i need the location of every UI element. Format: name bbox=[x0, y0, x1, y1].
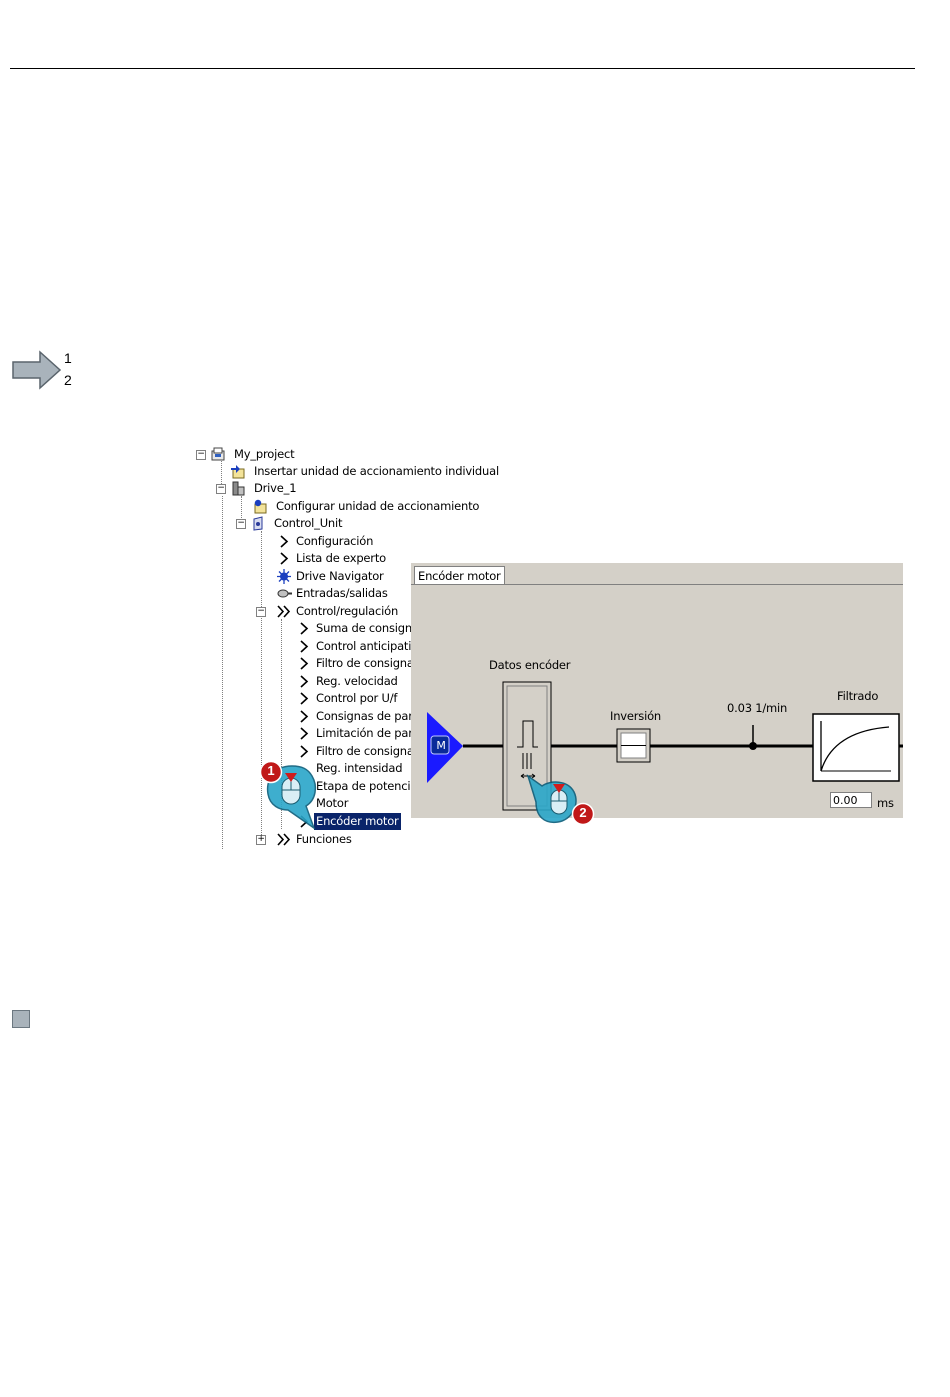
filter-time-input[interactable]: 0.00 bbox=[830, 792, 872, 808]
callout-badge-2 bbox=[571, 802, 595, 826]
tree-line bbox=[281, 619, 282, 829]
chevron-right-icon bbox=[300, 727, 309, 740]
tree-node-control[interactable]: − Control/regulación bbox=[256, 604, 399, 618]
tree-node-control-item[interactable]: Suma de consigna bbox=[296, 620, 496, 637]
tree-node-project[interactable]: − My_project bbox=[196, 447, 295, 461]
tree-line bbox=[261, 531, 262, 841]
project-icon bbox=[211, 447, 225, 461]
signal-diagram bbox=[427, 681, 903, 811]
tree-node-control-item[interactable]: Consignas de par bbox=[296, 708, 496, 725]
chevron-right-icon bbox=[300, 640, 309, 653]
motor-symbol: M bbox=[436, 739, 446, 752]
inversion-button[interactable] bbox=[617, 729, 650, 762]
callout-number-2: 2 bbox=[579, 805, 587, 820]
navigator-icon bbox=[277, 569, 291, 584]
tree-node-control-item[interactable]: Reg. velocidad bbox=[296, 673, 496, 690]
tree-line bbox=[221, 456, 222, 492]
tree-node-configuration[interactable]: Configuración bbox=[276, 533, 476, 550]
panel-content: M Datos encóder Inversión 0.03 1/min Fil… bbox=[411, 584, 903, 819]
step-number-2: 2 bbox=[64, 372, 72, 388]
control-unit-icon bbox=[253, 516, 263, 531]
tree-node-control-item[interactable]: Reg. intensidad bbox=[316, 761, 403, 775]
tree-node-expert-list[interactable]: Lista de experto bbox=[276, 550, 476, 567]
expand-toggle[interactable]: + bbox=[256, 834, 266, 845]
chevron-right-icon bbox=[300, 622, 309, 635]
collapse-toggle[interactable]: − bbox=[216, 483, 226, 494]
tree-node-control-item[interactable]: Filtro de consigna bbox=[296, 655, 496, 672]
tree-node-control-item[interactable]: Etapa de potencia bbox=[316, 779, 418, 793]
mouse-callout-1 bbox=[266, 765, 317, 830]
tree-node-control-item[interactable]: Motor bbox=[316, 796, 349, 810]
collapse-toggle[interactable]: − bbox=[256, 606, 266, 617]
tree-node-functions[interactable]: + Funciones bbox=[256, 832, 352, 846]
mouse-callout-2 bbox=[526, 774, 577, 824]
tree-node-control-unit[interactable]: − Control_Unit bbox=[236, 516, 343, 531]
io-icon bbox=[277, 589, 292, 598]
insert-icon bbox=[231, 465, 245, 479]
chevron-right-icon bbox=[300, 675, 309, 688]
tree-line bbox=[241, 496, 242, 526]
tree-node-control-item[interactable]: Filtro de consigna bbox=[296, 743, 496, 760]
chevron-right-icon bbox=[300, 657, 309, 670]
callout-badge-1 bbox=[259, 760, 283, 784]
drive-icon bbox=[232, 481, 245, 496]
tree-node-insert-drive[interactable]: Insertar unidad de accionamiento individ… bbox=[230, 463, 499, 480]
chevron-right-icon bbox=[300, 745, 309, 758]
header-rule bbox=[10, 68, 915, 69]
tree-node-control-item[interactable]: Control anticipativ bbox=[296, 638, 496, 655]
double-chevron-icon bbox=[277, 833, 291, 846]
encoder-panel: Encóder motor M Da bbox=[411, 563, 903, 818]
filter-button[interactable] bbox=[813, 714, 899, 781]
project-tree: − My_project Insertar unidad de accionam… bbox=[190, 444, 499, 849]
double-chevron-icon bbox=[277, 605, 291, 618]
configure-icon bbox=[254, 499, 267, 514]
chevron-right-icon bbox=[300, 692, 309, 705]
filter-unit: ms bbox=[877, 796, 894, 810]
tree-node-control-item[interactable]: Limitación de par bbox=[296, 725, 496, 742]
collapse-toggle[interactable]: − bbox=[196, 449, 206, 460]
tree-line bbox=[222, 496, 223, 849]
inversion-label: Inversión bbox=[610, 709, 662, 723]
callout-number-1: 1 bbox=[267, 763, 275, 778]
speed-value: 0.03 1/min bbox=[727, 701, 788, 715]
tree-node-drive-navigator[interactable]: Drive Navigator bbox=[276, 568, 476, 585]
tab-encoder-motor[interactable]: Encóder motor bbox=[414, 566, 505, 585]
filter-label: Filtrado bbox=[837, 689, 879, 703]
end-marker-icon bbox=[12, 1010, 30, 1028]
tree-node-drive[interactable]: − Drive_1 bbox=[216, 481, 297, 496]
encoder-data-label: Datos encóder bbox=[489, 658, 571, 672]
chevron-right-icon bbox=[280, 552, 289, 565]
step-arrow-icon bbox=[12, 350, 62, 390]
tree-node-encoder-motor[interactable]: Encóder motor bbox=[296, 813, 496, 830]
tree-node-io[interactable]: Entradas/salidas bbox=[276, 585, 476, 602]
chevron-right-icon bbox=[300, 710, 309, 723]
collapse-toggle[interactable]: − bbox=[236, 518, 246, 529]
tree-node-configure-drive[interactable]: Configurar unidad de accionamiento bbox=[252, 498, 492, 515]
tree-node-control-item[interactable]: Control por U/f bbox=[296, 690, 496, 707]
chevron-right-icon bbox=[280, 535, 289, 548]
step-number-1: 1 bbox=[64, 350, 72, 366]
